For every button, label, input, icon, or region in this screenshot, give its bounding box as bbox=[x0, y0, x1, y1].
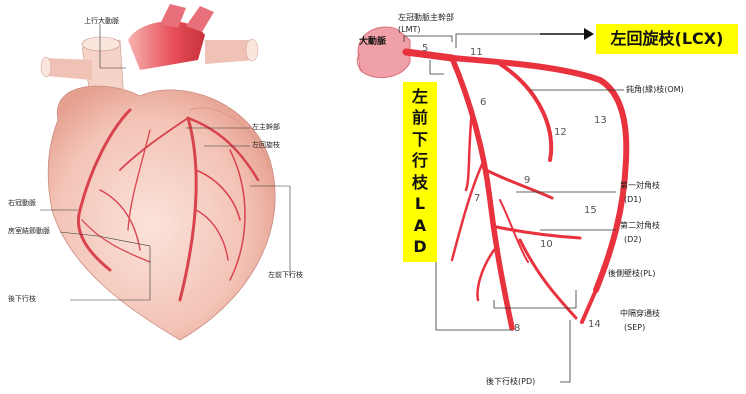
label-sep-abbr: (SEP) bbox=[624, 324, 645, 332]
label-aorta: 大動脈 bbox=[359, 34, 386, 47]
segment-number: 9 bbox=[524, 176, 530, 186]
segment-number: 13 bbox=[594, 116, 607, 126]
lad-char: 前 bbox=[412, 110, 428, 126]
label-d1-abbr: (D1) bbox=[624, 196, 642, 204]
label-d1-name: 第一対角枝 bbox=[620, 182, 660, 190]
segment-number: 6 bbox=[480, 98, 486, 108]
lad-char: L bbox=[415, 196, 425, 212]
segment-number: 10 bbox=[540, 240, 553, 250]
segment-number: 15 bbox=[584, 206, 597, 216]
segment-number: 7 bbox=[474, 194, 480, 204]
lad-highlight-label: 左 前 下 行 枝 L A D bbox=[403, 82, 437, 262]
label-d2-abbr: (D2) bbox=[624, 236, 642, 244]
label-lmt-title: 左冠動脈主幹部 bbox=[398, 14, 454, 22]
segment-number: 8 bbox=[514, 324, 520, 334]
label-pd: 後下行枝(PD) bbox=[486, 378, 535, 386]
lad-char: 行 bbox=[412, 153, 428, 169]
lad-char: 下 bbox=[412, 132, 428, 148]
label-d2-name: 第二対角枝 bbox=[620, 222, 660, 230]
segment-number: 14 bbox=[588, 320, 601, 330]
segment-number: 12 bbox=[554, 128, 567, 138]
lad-char: A bbox=[414, 218, 426, 234]
label-om: 鈍角(縁)枝(OM) bbox=[626, 86, 684, 94]
lad-char: D bbox=[413, 239, 426, 255]
segment-number: 5 bbox=[422, 44, 428, 54]
lcx-highlight-label: 左回旋枝(LCX) bbox=[596, 24, 738, 54]
lad-char: 枝 bbox=[412, 175, 428, 191]
segment-number: 11 bbox=[470, 48, 483, 58]
label-sep-name: 中隔穿通枝 bbox=[620, 310, 660, 318]
label-pl: 後側壁枝(PL) bbox=[608, 270, 656, 278]
label-lmt-abbr: (LMT) bbox=[398, 26, 421, 34]
lad-char: 左 bbox=[412, 89, 428, 105]
